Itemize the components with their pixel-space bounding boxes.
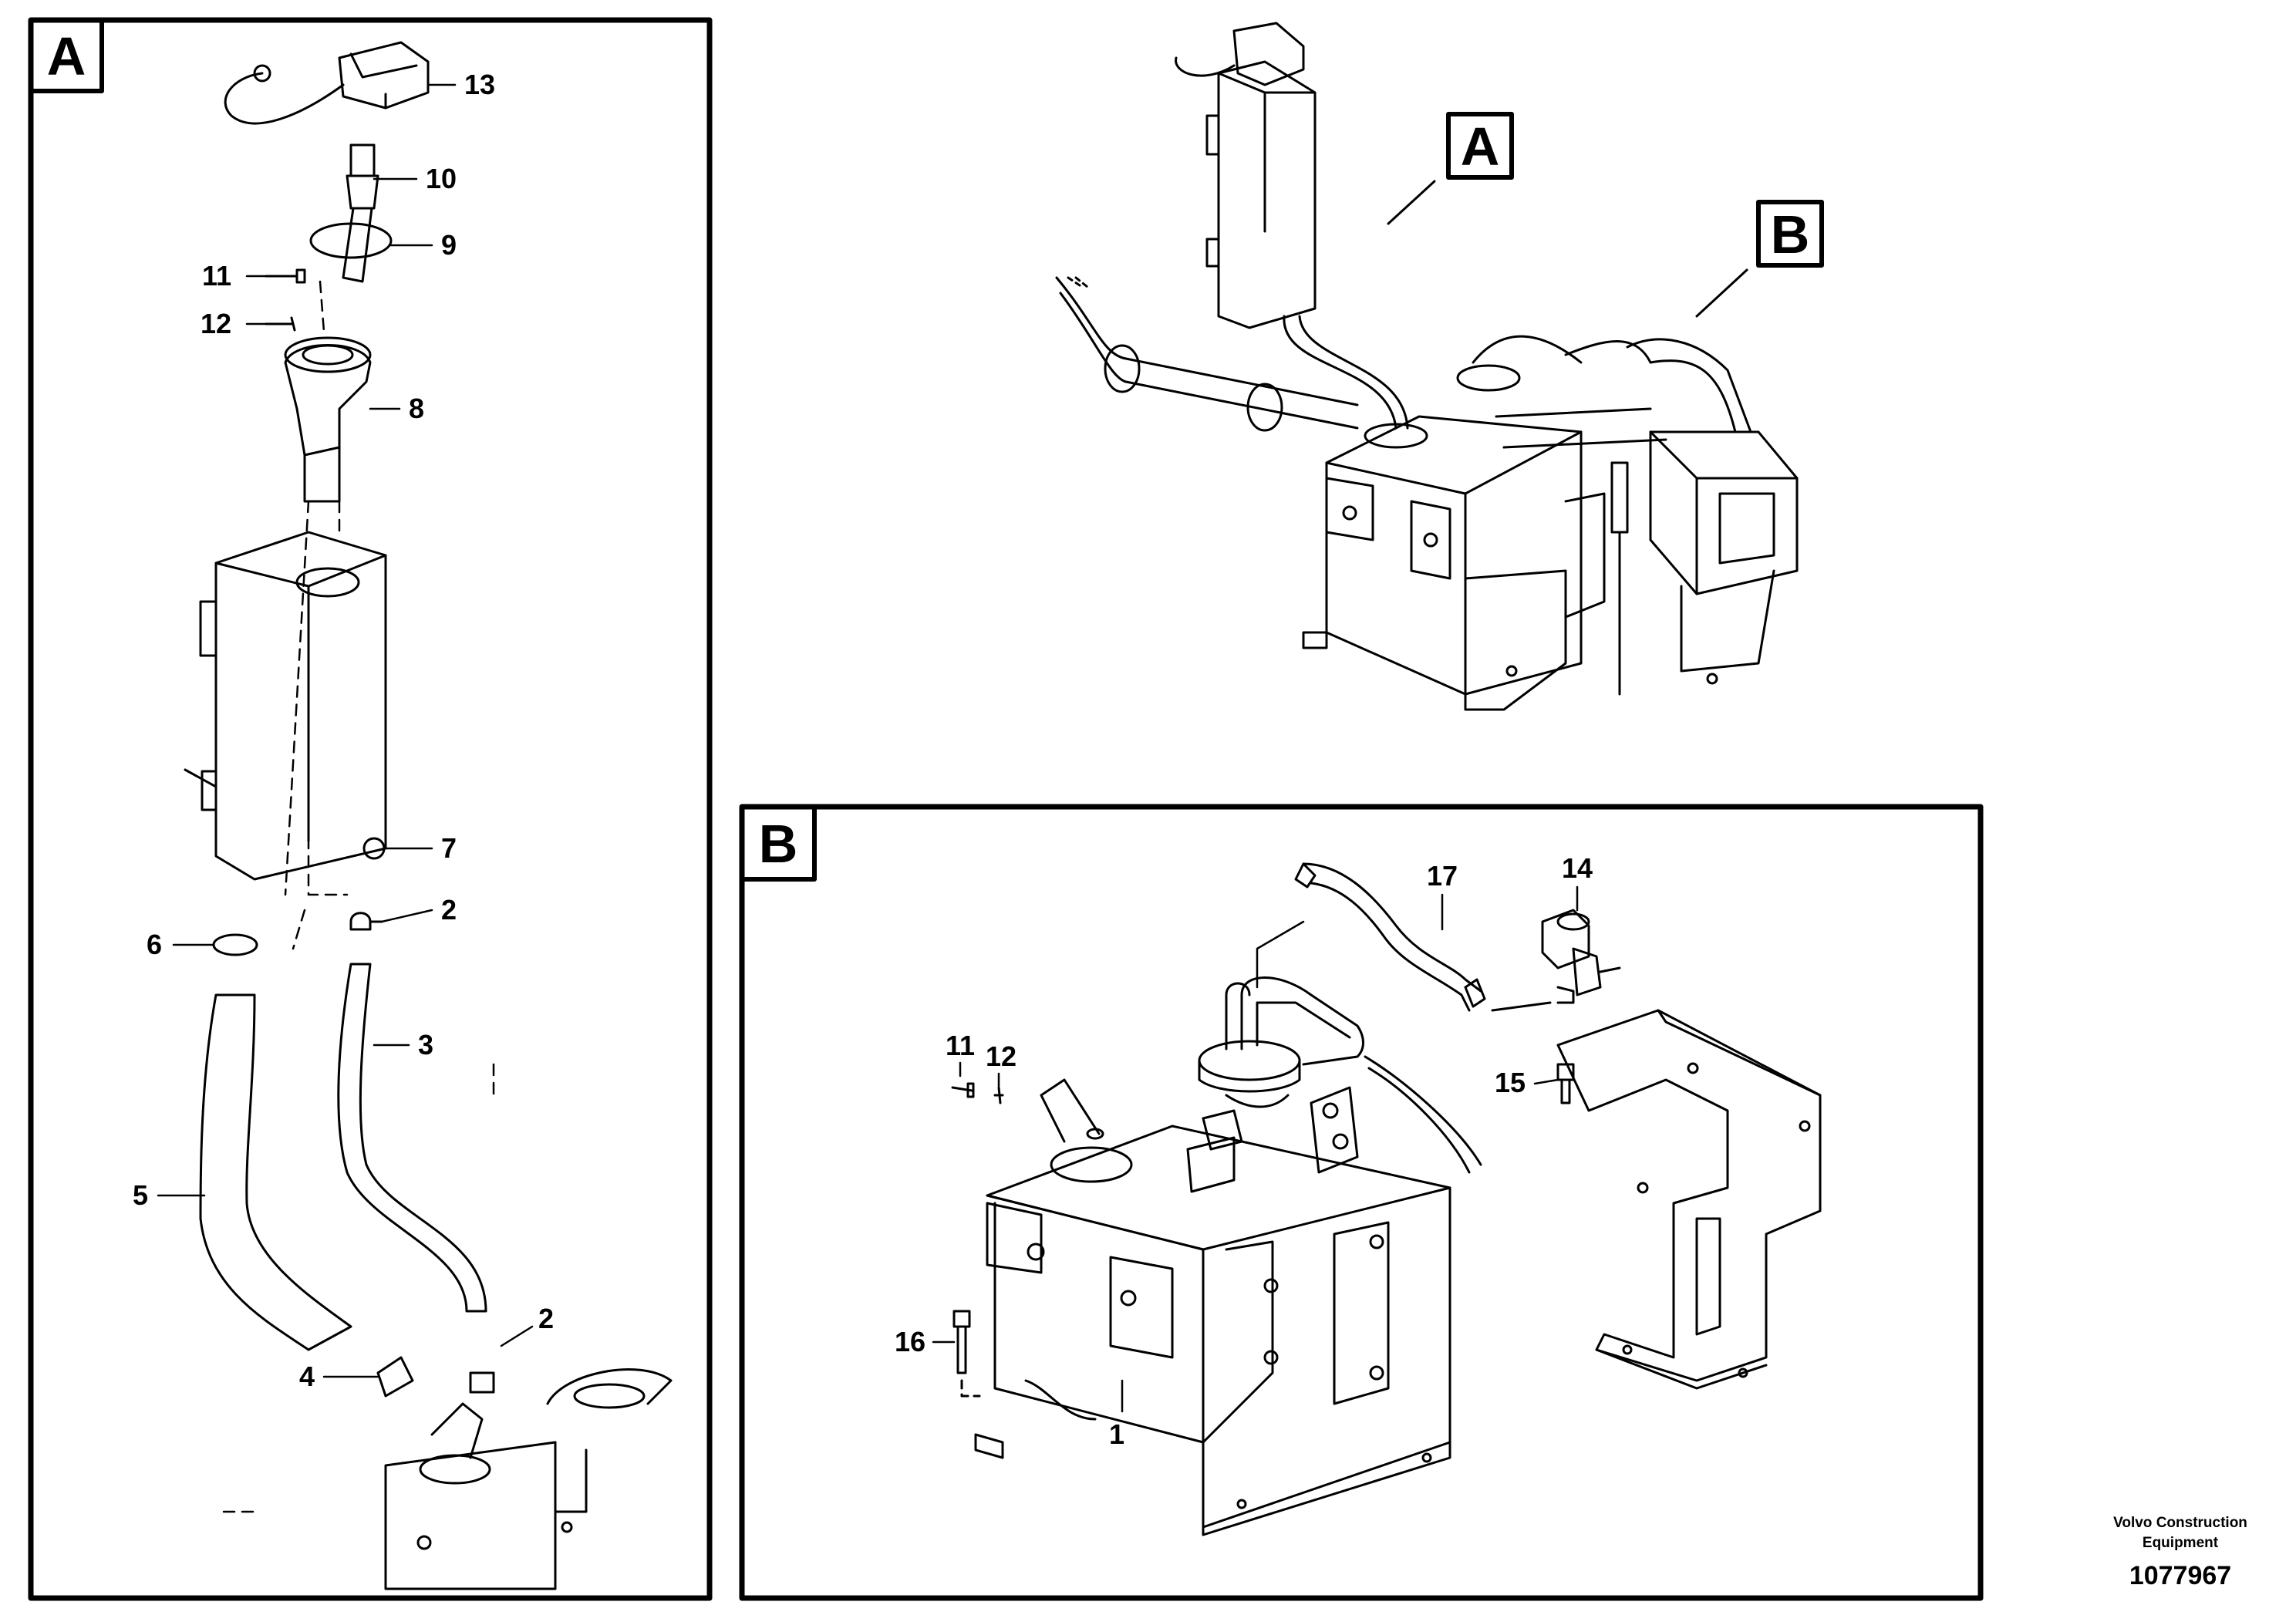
- overview-assembly: [1055, 22, 1799, 711]
- company-name-line2: Equipment: [2142, 1535, 2219, 1551]
- detail-b-tag-box: [740, 804, 817, 882]
- part-label-11-b: 11: [946, 1030, 975, 1061]
- filler-shroud-bracket: [184, 531, 387, 881]
- callout-a-tag: A: [1461, 116, 1500, 177]
- fuel-tank-1: [974, 1078, 1451, 1536]
- part-label-12: 12: [201, 308, 231, 339]
- document-number: 1077967: [2129, 1561, 2232, 1590]
- washer-12: [265, 316, 296, 332]
- part-label-13: 13: [464, 69, 495, 100]
- tank-partial-a: [384, 1368, 673, 1590]
- callout-b-box: [1756, 200, 1824, 268]
- part-label-14: 14: [1562, 852, 1593, 884]
- part-label-7: 7: [441, 832, 457, 864]
- detail-a-tag-box: [29, 18, 104, 93]
- hose-5: [199, 993, 352, 1351]
- part-label-1: 1: [1109, 1418, 1124, 1450]
- part-label-5: 5: [133, 1179, 148, 1211]
- part-label-4: 4: [299, 1361, 315, 1392]
- screw-11: [265, 268, 306, 284]
- callout-b-tag: B: [1771, 204, 1810, 265]
- o-ring-9: [309, 222, 393, 259]
- filler-neck-8: [284, 336, 372, 503]
- screw-11-b: [951, 1082, 975, 1098]
- part-label-11: 11: [202, 260, 231, 292]
- filler-strainer-10: [342, 143, 379, 283]
- hose-3: [337, 963, 487, 1313]
- part-label-15: 15: [1495, 1067, 1526, 1098]
- company-name: Volvo Construction Equipment: [2080, 1513, 2281, 1553]
- detail-b-frame: [739, 804, 1984, 1601]
- bolt-15: [1556, 1063, 1575, 1104]
- hose-17: [1302, 862, 1482, 1012]
- return-line: [1364, 1055, 1482, 1174]
- part-label-10: 10: [426, 163, 457, 194]
- clamp-6: [212, 933, 258, 956]
- clamp-2-upper: [349, 912, 383, 931]
- detail-a-tag: A: [47, 26, 86, 86]
- part-label-9: 9: [441, 229, 457, 261]
- company-name-line1: Volvo Construction: [2113, 1515, 2247, 1531]
- detail-a-frame: [28, 17, 713, 1601]
- mounting-bracket: [1556, 1009, 1822, 1390]
- detail-b-tag: B: [759, 814, 798, 874]
- callout-a-box: [1446, 112, 1514, 180]
- part-label-2-upper: 2: [441, 894, 457, 926]
- part-label-8: 8: [409, 393, 424, 424]
- clamp-4: [376, 1356, 414, 1398]
- filler-cap-13: [224, 41, 430, 125]
- tank-sender-unit: [1186, 976, 1364, 1193]
- part-label-16: 16: [895, 1326, 925, 1357]
- part-label-2-lower: 2: [538, 1303, 554, 1334]
- part-label-17: 17: [1427, 860, 1458, 892]
- clamp-2-lower: [469, 1371, 495, 1394]
- bolt-16: [952, 1310, 971, 1374]
- part-label-12-b: 12: [986, 1040, 1017, 1072]
- washer-12-b: [993, 1086, 1004, 1104]
- solenoid-valve-14: [1491, 909, 1621, 1012]
- part-label-6: 6: [147, 929, 162, 960]
- part-label-3: 3: [418, 1029, 433, 1061]
